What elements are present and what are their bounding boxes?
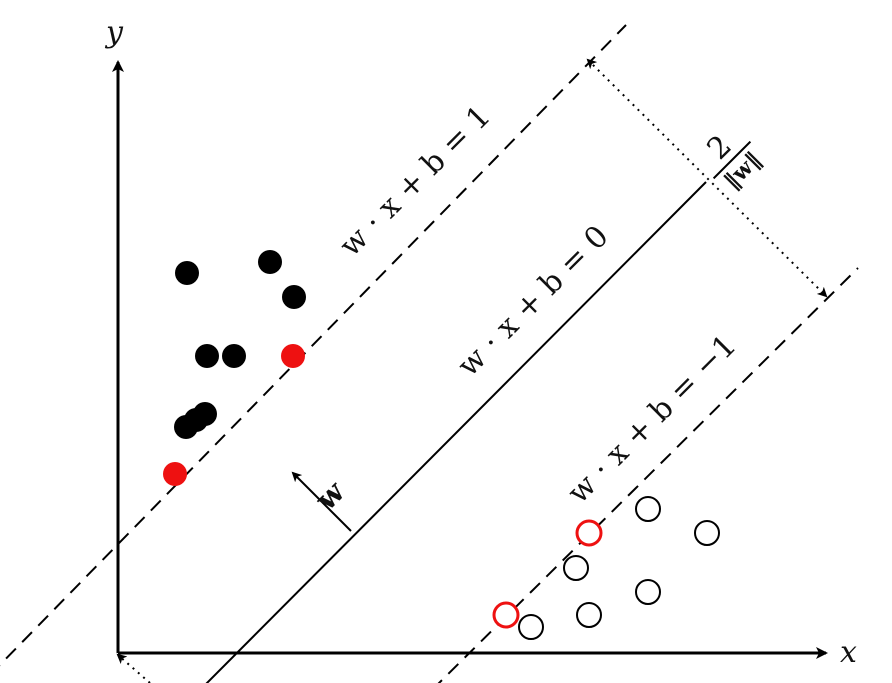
x-axis-label: x bbox=[840, 635, 857, 670]
positive-class-point bbox=[184, 408, 208, 432]
negative-class-point bbox=[635, 579, 661, 605]
positive-class-point bbox=[258, 250, 282, 274]
positive-class-point bbox=[282, 285, 306, 309]
margin-width-arrow bbox=[586, 58, 828, 298]
negative-class-point bbox=[563, 555, 589, 581]
negative-class-point bbox=[576, 602, 602, 628]
positive-support-vector bbox=[163, 462, 187, 486]
margin-origin-dotted-arrow bbox=[116, 653, 151, 683]
decision-boundary-label: w · x + b = 0 bbox=[451, 219, 616, 384]
negative-class-points bbox=[492, 496, 720, 640]
negative-class-point bbox=[694, 520, 720, 546]
negative-support-vector bbox=[575, 519, 603, 547]
positive-class-point bbox=[222, 344, 246, 368]
negative-support-vector bbox=[492, 601, 520, 629]
normal-vector-label: w bbox=[308, 474, 353, 519]
normal-vector-arrow bbox=[291, 471, 352, 532]
y-axis-label: y bbox=[104, 15, 124, 50]
margin-fraction-bar bbox=[712, 140, 752, 180]
positive-class-points bbox=[163, 250, 306, 486]
positive-support-vector bbox=[281, 344, 305, 368]
negative-margin-label: w · x + b = −1 bbox=[561, 328, 743, 510]
negative-class-point bbox=[635, 496, 661, 522]
positive-class-point bbox=[175, 261, 199, 285]
positive-margin-line bbox=[0, 24, 627, 667]
positive-class-point bbox=[195, 344, 219, 368]
negative-class-point bbox=[518, 614, 544, 640]
